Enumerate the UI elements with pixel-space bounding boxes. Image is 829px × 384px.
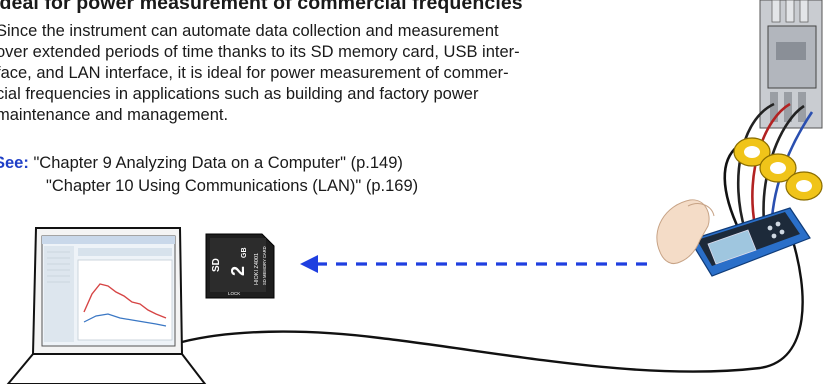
cable	[181, 237, 804, 373]
see-also-label: See:	[0, 154, 29, 172]
power-analyzer-icon	[689, 207, 811, 277]
see-also-ref-chapter-9[interactable]: "Chapter 9 Analyzing Data on a Computer"…	[33, 154, 403, 172]
hand-icon	[656, 199, 715, 265]
sd-logo: SD	[211, 258, 222, 272]
body-line: face, and LAN interface, it is ideal for…	[0, 64, 509, 82]
body-line: cial frequencies in applications such as…	[0, 85, 479, 103]
sd-unit: GB	[241, 248, 248, 259]
body-line: over extended periods of time thanks to …	[0, 43, 520, 61]
sd-card-icon: SD 2 GB HIOKI Z4001 SD MEMORY CARD LOCK	[205, 233, 275, 299]
see-also-ref-chapter-10[interactable]: "Chapter 10 Using Communications (LAN)" …	[46, 177, 419, 195]
clamp-sensor-icon	[733, 137, 823, 201]
sd-brand: HIOKI Z4001	[254, 253, 260, 285]
see-also-block: See: "Chapter 9 Analyzing Data on a Comp…	[0, 152, 418, 198]
data-transfer-arrow	[300, 255, 656, 273]
sd-sub: SD MEMORY CARD	[262, 246, 267, 285]
body-paragraph: Since the instrument can automate data c…	[0, 21, 756, 126]
sd-capacity: 2	[228, 266, 248, 276]
section-heading: Ideal for power measurement of commercia…	[0, 0, 523, 14]
sd-lock: LOCK	[228, 291, 240, 296]
distribution-panel-icon	[759, 0, 823, 129]
laptop-icon	[6, 227, 207, 384]
body-line: Since the instrument can automate data c…	[0, 22, 499, 40]
body-line: maintenance and management.	[0, 106, 229, 124]
